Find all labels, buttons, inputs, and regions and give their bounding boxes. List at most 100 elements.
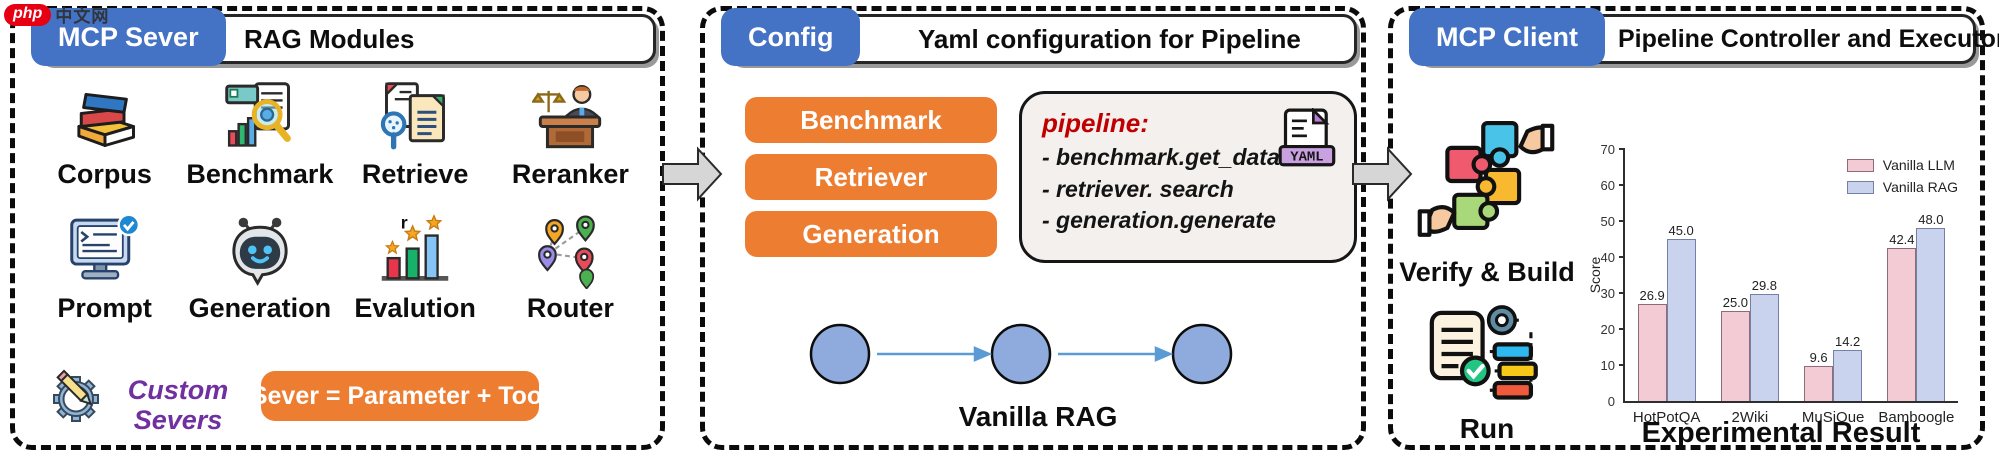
- bar-vanilla-llm: [1804, 366, 1834, 401]
- bar-value-label: 45.0: [1668, 223, 1694, 238]
- client-title: Pipeline Controller and Executor: [1618, 24, 1999, 53]
- php-logo-icon: php: [4, 3, 52, 26]
- y-tick-mark: [1619, 148, 1625, 150]
- chart-legend: Vanilla LLM Vanilla RAG: [1846, 157, 1958, 195]
- module-label: Router: [526, 293, 614, 323]
- y-tick-label: 70: [1600, 142, 1615, 157]
- module-label: Evalution: [354, 293, 476, 323]
- bar-vanilla-llm: [1720, 311, 1750, 401]
- bar-vanilla-llm: [1887, 248, 1917, 401]
- server-header: RAG Modules MCP Sever: [31, 8, 656, 66]
- config-header: Yaml configuration for Pipeline Config: [721, 8, 1357, 66]
- server-tab: MCP Sever: [31, 8, 226, 66]
- svg-text:YAML: YAML: [1290, 149, 1323, 165]
- server-title: RAG Modules: [244, 23, 415, 54]
- y-tick-label: 20: [1600, 322, 1615, 337]
- puzzle-hands-icon: [1417, 105, 1555, 257]
- bar-vanilla-rag: [1833, 349, 1863, 401]
- module-label: Retrieve: [361, 159, 469, 189]
- legend-row: Vanilla LLM: [1846, 157, 1958, 173]
- y-tick-label: 60: [1600, 178, 1615, 193]
- legend-swatch: [1846, 180, 1874, 194]
- bar-wrap: 48.0: [1916, 212, 1946, 401]
- module-label: Benchmark: [186, 159, 334, 189]
- mcp-client-panel: Pipeline Controller and Executor MCP Cli…: [1388, 6, 1999, 450]
- vanilla-rag-flow: [809, 323, 1233, 385]
- run-label: Run: [1459, 413, 1515, 444]
- bar-vanilla-rag: [1749, 293, 1779, 401]
- yaml-file-icon: YAML: [1278, 106, 1338, 184]
- legend-label: Vanilla RAG: [1882, 179, 1958, 195]
- y-tick-label: 40: [1600, 250, 1615, 265]
- bar-value-label: 25.0: [1722, 295, 1749, 310]
- map-pins-icon: [538, 215, 596, 289]
- module-label: Corpus: [57, 159, 152, 189]
- bar-value-label: 48.0: [1918, 212, 1944, 228]
- y-tick-label: 50: [1600, 214, 1615, 229]
- vanilla-rag-label: Vanilla RAG: [958, 401, 1118, 432]
- books-icon: [77, 92, 135, 147]
- config-benchmark-button: Benchmark: [745, 97, 997, 143]
- star-bars-icon: r: [381, 213, 449, 281]
- y-tick-label: 0: [1607, 394, 1615, 409]
- bar-vanilla-llm: [1637, 304, 1667, 401]
- bar-wrap: 25.0: [1720, 295, 1750, 401]
- custom-servers-area: [45, 365, 109, 429]
- verify-build-label: Verify & Build: [1399, 257, 1575, 287]
- module-benchmark: Benchmark: [182, 79, 337, 190]
- mcp-server-panel: RAG Modules MCP Sever Corpus: [10, 6, 665, 450]
- bar-vanilla-rag: [1916, 228, 1946, 401]
- svg-text:r: r: [401, 213, 408, 232]
- module-row-2: Prompt Generation: [27, 213, 648, 324]
- module-generation: Generation: [182, 213, 337, 324]
- client-header: Pipeline Controller and Executor MCP Cli…: [1409, 8, 1999, 66]
- config-tab: Config: [721, 8, 861, 66]
- legend-swatch: [1846, 158, 1874, 172]
- module-reranker: Reranker: [493, 79, 648, 190]
- legend-label: Vanilla LLM: [1882, 157, 1955, 173]
- config-generation-button: Generation: [745, 211, 997, 257]
- monitor-code-icon: [69, 213, 140, 280]
- y-tick-mark: [1619, 292, 1625, 294]
- chart-title: Experimental Result: [1641, 417, 1921, 449]
- bar-wrap: 14.2: [1833, 335, 1863, 401]
- gear-pencil-icon: [53, 369, 99, 422]
- bar-wrap: 29.8: [1749, 279, 1779, 401]
- y-tick-mark: [1619, 364, 1625, 366]
- config-title: Yaml configuration for Pipeline: [918, 23, 1301, 54]
- module-row-1: Corpus Benchmark: [27, 79, 648, 190]
- module-prompt: Prompt: [27, 213, 182, 324]
- legend-row: Vanilla RAG: [1846, 179, 1958, 195]
- pipeline-code-header: pipeline:: [1042, 108, 1149, 138]
- pipeline-code-line: - retriever. search: [1042, 175, 1234, 202]
- pipeline-code-line: - generation.generate: [1042, 207, 1276, 234]
- bar-wrap: 45.0: [1666, 223, 1696, 401]
- pipeline-code-line: - benchmark.get_data: [1042, 144, 1280, 170]
- bar-wrap: 26.9: [1637, 289, 1667, 401]
- config-to-client-arrow: [1352, 146, 1413, 202]
- run-icon: [1427, 295, 1543, 413]
- server-to-config-arrow: [662, 146, 723, 202]
- module-label: Generation: [188, 293, 332, 323]
- module-router: Router: [493, 213, 648, 324]
- x-category-label: HotPotQA: [1632, 409, 1701, 426]
- x-category-label: Bamboogle: [1878, 409, 1955, 426]
- bar-value-label: 42.4: [1889, 232, 1915, 248]
- y-tick-mark: [1619, 328, 1625, 330]
- x-category-label: MuSiQue: [1801, 409, 1865, 426]
- config-retriever-button: Retriever: [745, 154, 997, 200]
- document-search-icon: [380, 82, 446, 150]
- y-tick-mark: [1619, 220, 1625, 222]
- pipeline-code-block: pipeline: - benchmark.get_data - retriev…: [1019, 91, 1357, 263]
- custom-servers-label: Custom Severs: [127, 374, 229, 435]
- watermark-text: 中文网: [55, 7, 110, 26]
- server-formula-button: Sever = Parameter + Tool: [251, 371, 549, 421]
